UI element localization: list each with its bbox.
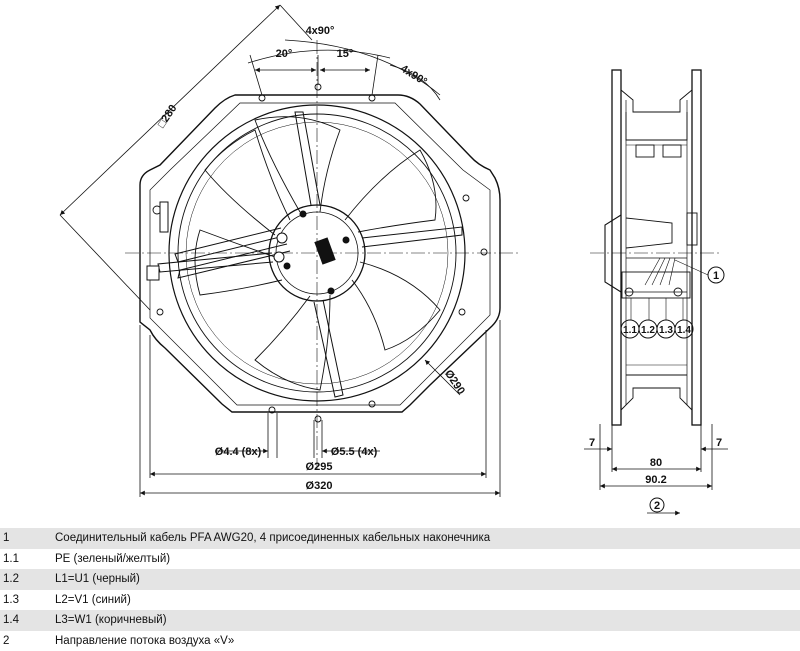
- dim-diameter-290: Ø290: [442, 368, 467, 397]
- dim-side-7-right: 7: [716, 437, 722, 449]
- dim-angle-15: 15°: [337, 48, 354, 60]
- fan-technical-drawing: 4x90° 20° 15° 4x90° □280 Ø290 Ø4.4 (8x) …: [59, 4, 728, 516]
- legend-text: L1=U1 (черный): [55, 573, 140, 586]
- callout-1-3: 1.3: [659, 325, 673, 336]
- dim-hole-5-5: Ø5.5 (4x): [331, 446, 378, 458]
- legend-table: 1 Соединительный кабель PFA AWG20, 4 при…: [0, 528, 800, 651]
- legend-text: Соединительный кабель PFA AWG20, 4 присо…: [55, 532, 491, 545]
- legend-row: 1.1 PE (зеленый/желтый): [0, 548, 800, 569]
- side-view: [584, 69, 728, 516]
- callout-1: 1: [713, 270, 719, 282]
- callout-1-1: 1.1: [623, 325, 637, 336]
- support-struts: [157, 111, 463, 398]
- legend-row: 1.2 L1=U1 (черный): [0, 569, 800, 590]
- callout-1-2: 1.2: [641, 325, 655, 336]
- dim-width-90-2: 90.2: [645, 474, 666, 486]
- impeller-blades: [194, 116, 441, 391]
- dim-hole-4-4: Ø4.4 (8x): [215, 446, 262, 458]
- dim-angle-20: 20°: [276, 48, 293, 60]
- dim-side-7-left: 7: [589, 437, 595, 449]
- square-280-dimension: [59, 4, 313, 311]
- dim-width-80: 80: [650, 457, 662, 469]
- venturi-outer-ring: [168, 104, 466, 402]
- hub-screws: [283, 210, 350, 295]
- legend-key: 1.2: [3, 573, 19, 586]
- legend-text: PE (зеленый/желтый): [55, 552, 171, 565]
- dim-diameter-295: Ø295: [306, 461, 333, 473]
- callout-1-circle: [707, 266, 725, 284]
- legend-text: L2=V1 (синий): [55, 593, 131, 606]
- legend-key: 1: [3, 532, 10, 545]
- legend-key: 1.3: [3, 593, 19, 606]
- callout-1-4: 1.4: [677, 325, 691, 336]
- legend-row: 1 Соединительный кабель PFA AWG20, 4 при…: [0, 528, 800, 549]
- legend-row: 1.4 L3=W1 (коричневый): [0, 610, 800, 631]
- legend-key: 1.4: [3, 614, 19, 627]
- bottom-dimensions: [139, 320, 501, 497]
- callout-2: 2: [654, 500, 660, 512]
- dim-diameter-320: Ø320: [306, 480, 333, 492]
- legend-text: L3=W1 (коричневый): [55, 614, 167, 627]
- legend-row: 1.3 L2=V1 (синий): [0, 589, 800, 610]
- callout-2-circle: [649, 497, 665, 513]
- cable-exit: [146, 201, 291, 281]
- dim-angle-top: 4x90°: [306, 25, 335, 37]
- front-view: [59, 4, 520, 497]
- legend-row: 2 Направление потока воздуха «V»: [0, 630, 800, 651]
- legend-key: 2: [3, 634, 10, 647]
- motor-hub-outer: [268, 204, 366, 302]
- legend-key: 1.1: [3, 552, 19, 565]
- legend-text: Направление потока воздуха «V»: [55, 634, 235, 647]
- callout-1-4-circle: [674, 319, 694, 339]
- dim-square-280: □280: [156, 103, 180, 130]
- dim-angle-right: 4x90°: [398, 63, 429, 88]
